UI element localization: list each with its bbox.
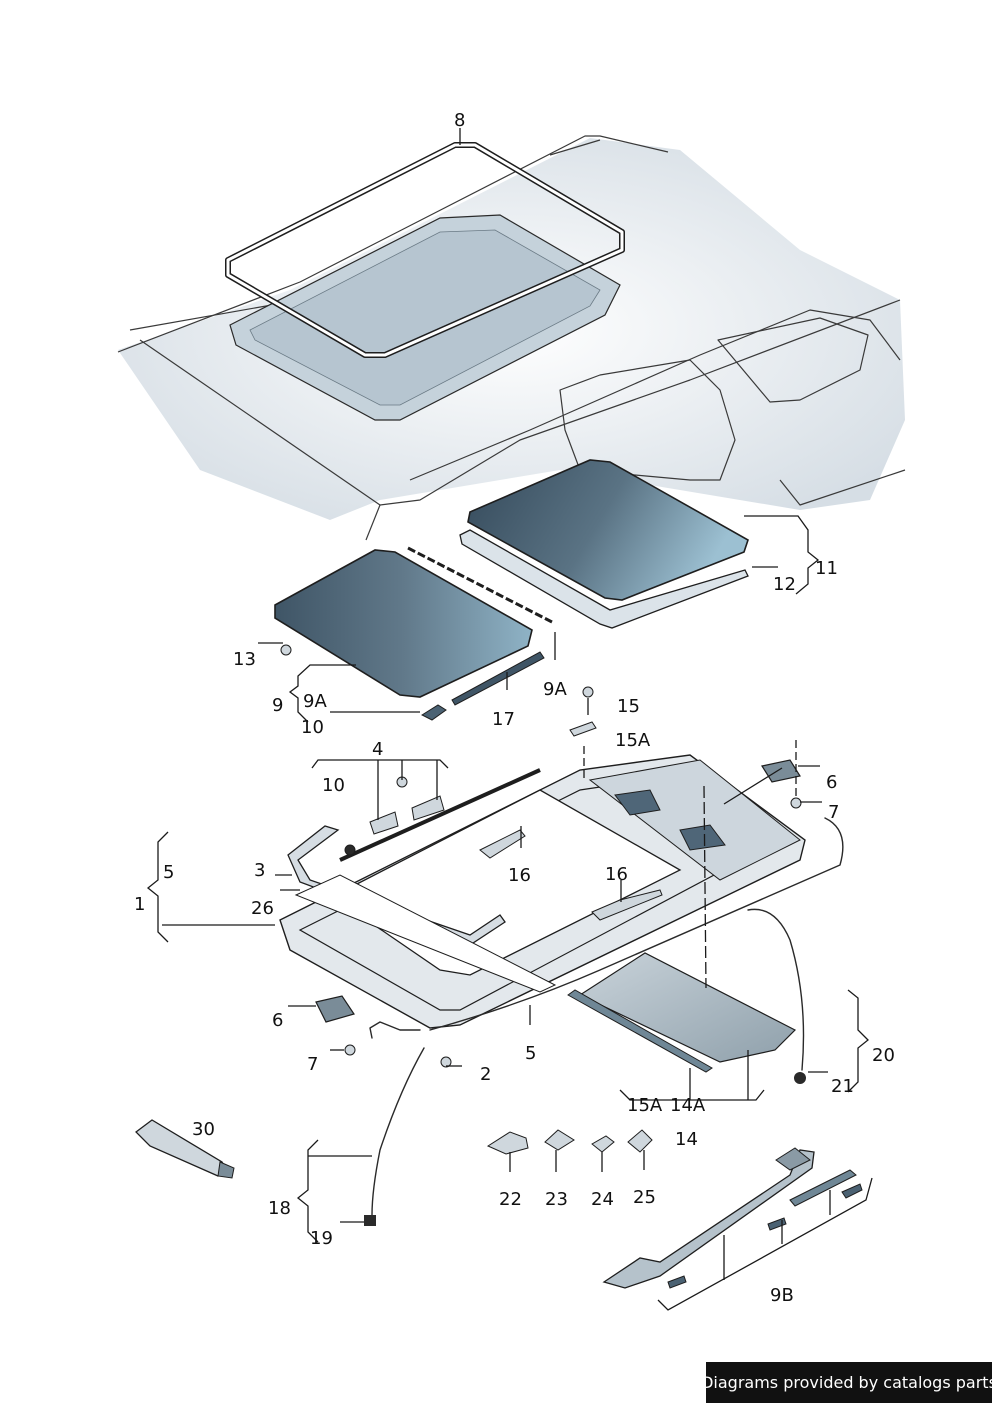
label-5-bottom: 5 <box>525 1043 536 1064</box>
part-6-motors <box>315 759 802 1068</box>
label-20: 20 <box>872 1045 895 1066</box>
label-21: 21 <box>831 1076 854 1097</box>
label-4: 4 <box>372 739 383 760</box>
label-16-b: 16 <box>605 864 628 885</box>
label-15a-top: 15A <box>615 730 651 751</box>
credit-badge: Diagrams provided by catalogs parts <box>701 1362 992 1403</box>
part-9-front-glass <box>274 546 553 721</box>
label-9: 9 <box>272 695 283 716</box>
drain-hoses <box>364 908 806 1226</box>
label-10-mid: 10 <box>322 775 345 796</box>
label-14a: 14A <box>670 1095 706 1116</box>
part-30-sealant-tube <box>135 1119 235 1179</box>
label-2: 2 <box>480 1064 491 1085</box>
label-22: 22 <box>499 1189 522 1210</box>
label-18: 18 <box>268 1198 291 1219</box>
label-14: 14 <box>675 1129 698 1150</box>
label-6-right: 6 <box>826 772 837 793</box>
callout-labels: 8 11 12 13 9 9A 10 17 9A 15 15A 4 10 6 7… <box>134 110 895 1306</box>
label-13: 13 <box>233 649 256 670</box>
credit-text: Diagrams provided by catalogs parts <box>701 1373 992 1392</box>
label-9b: 9B <box>770 1285 794 1306</box>
label-16-a: 16 <box>508 865 531 886</box>
part-11-rear-glass <box>459 459 749 629</box>
roof-opening <box>229 214 621 421</box>
label-19: 19 <box>310 1228 333 1249</box>
part-9b-mechanism <box>602 1147 863 1289</box>
clips-22-25 <box>486 1129 653 1155</box>
label-7-right: 7 <box>828 802 839 823</box>
label-25: 25 <box>633 1187 656 1208</box>
label-24: 24 <box>591 1189 614 1210</box>
label-9a-right: 9A <box>543 679 567 700</box>
label-17: 17 <box>492 709 515 730</box>
label-7-left: 7 <box>307 1054 318 1075</box>
label-1: 1 <box>134 894 145 915</box>
part-8-seal <box>225 142 625 358</box>
part-15-clip <box>569 686 597 737</box>
label-12: 12 <box>773 574 796 595</box>
label-9a-left: 9A <box>303 691 327 712</box>
label-11: 11 <box>815 558 838 579</box>
label-6-left: 6 <box>272 1010 283 1031</box>
label-15a-bottom: 15A <box>627 1095 663 1116</box>
part-1-frame-assembly <box>279 754 844 1073</box>
label-3: 3 <box>254 860 265 881</box>
label-5-left: 5 <box>163 862 174 883</box>
label-30: 30 <box>192 1119 215 1140</box>
leader-lines <box>146 128 873 1311</box>
label-26: 26 <box>251 898 274 919</box>
label-15: 15 <box>617 696 640 717</box>
label-10-left: 10 <box>301 717 324 738</box>
label-23: 23 <box>545 1189 568 1210</box>
label-8: 8 <box>454 110 465 131</box>
